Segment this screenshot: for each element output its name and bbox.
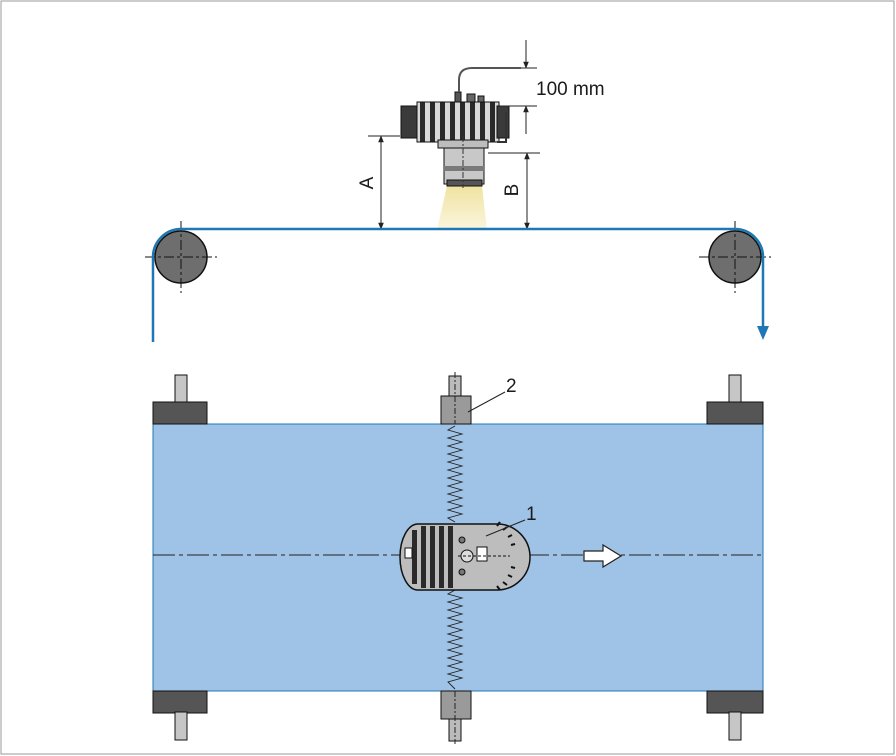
dim-b-label: B [502,184,523,197]
callout-2: 2 [467,376,517,413]
sensor-beam [437,186,487,230]
offset-label: 100 mm [536,79,605,100]
shaft-end-top [440,372,472,425]
top-view: 1 2 [152,372,764,744]
callout-2-label: 2 [506,376,517,397]
callout-1: 1 [485,504,537,537]
scan-zigzag-top [446,425,464,523]
roller-end-top-left [152,374,208,425]
shaft-end-bottom [440,690,472,744]
belt-direction-arrow [757,326,769,340]
roller-end-top-right [706,374,764,425]
dim-a-label: A [357,176,378,189]
callout-1-label: 1 [526,504,537,525]
scan-zigzag-bottom [446,589,464,690]
transport-direction-arrow [583,543,623,569]
offset-dimension: 100 mm [500,40,605,134]
dimension-b: B [488,152,540,230]
roller-end-bottom-right [706,690,764,741]
left-roller [145,221,217,293]
roller-end-bottom-left [152,690,208,741]
dimension-a: A [357,135,400,230]
right-roller [699,221,771,293]
sensor-side [400,67,521,188]
sensor-top-view [399,521,531,591]
side-view: 100 mm A B [145,40,771,342]
belt-path [151,227,765,342]
